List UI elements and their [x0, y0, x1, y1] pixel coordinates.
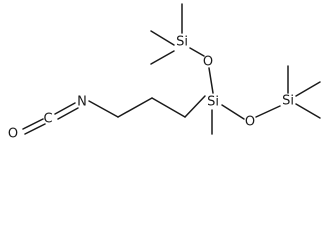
atom-label-o-right: O — [245, 115, 255, 130]
bond-sitop-methyl-left — [150, 30, 175, 46]
atom-label-o-top: O — [203, 55, 213, 70]
atom-labels: O C N Si O Si O Si — [8, 35, 294, 142]
bond-siright-methyl-down — [295, 103, 321, 119]
atom-label-o-isocyanate: O — [8, 127, 18, 142]
bond-sicenter-oright — [221, 104, 245, 120]
atom-label-c-isocyanate: C — [43, 112, 52, 127]
bond-oright-siright — [255, 105, 281, 118]
bond-c-o-double-a — [22, 118, 44, 130]
bond-sitop-otop — [189, 47, 205, 57]
bond-n-c-double-b — [57, 107, 79, 120]
bond-otop-sicenter — [208, 67, 214, 94]
atom-label-si-right: Si — [282, 94, 294, 109]
bond-sicenter-c1 — [184, 95, 206, 118]
bond-c-o-double-b — [24, 123, 46, 135]
bond-siright-methyl-right — [295, 81, 321, 97]
chemical-structure: O C N Si O Si O Si — [8, 3, 321, 142]
bond-c1-c2 — [151, 97, 186, 118]
bond-c2-c3 — [117, 97, 153, 118]
atom-label-si-center: Si — [207, 95, 219, 110]
atom-label-n: N — [77, 95, 87, 110]
bond-c3-n — [88, 100, 119, 118]
bond-n-c-double-a — [54, 102, 76, 115]
atom-label-si-top: Si — [176, 35, 188, 50]
bond-sitop-methyl-down — [150, 50, 175, 65]
bonds — [22, 3, 321, 135]
